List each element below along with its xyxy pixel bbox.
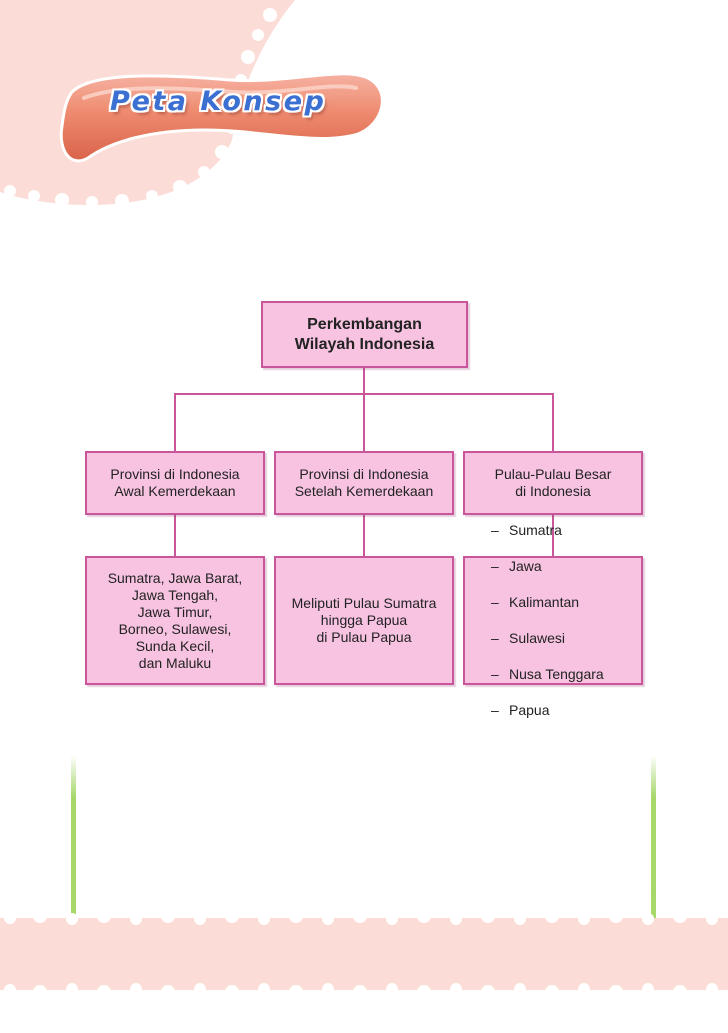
green-line-right: [651, 755, 656, 925]
list-item: Kalimantan: [491, 593, 604, 612]
connector-to-branch-2: [363, 393, 365, 451]
list-item: Nusa Tenggara: [491, 665, 604, 684]
list-item: Sumatra: [491, 521, 604, 540]
list-item: Jawa: [491, 557, 604, 576]
connector-to-branch-1: [174, 393, 176, 451]
connector-root-down: [363, 368, 365, 394]
list-item: Sulawesi: [491, 629, 604, 648]
detail-node-awal-kemerdekaan: Sumatra, Jawa Barat, Jawa Tengah, Jawa T…: [85, 556, 265, 685]
branch-node-setelah-kemerdekaan: Provinsi di Indonesia Setelah Kemerdekaa…: [274, 451, 454, 515]
detail-node-setelah-kemerdekaan: Meliputi Pulau Sumatra hingga Papua di P…: [274, 556, 454, 685]
branch-node-awal-kemerdekaan: Provinsi di Indonesia Awal Kemerdekaan: [85, 451, 265, 515]
connector-to-branch-3: [552, 393, 554, 451]
connector-branch-2-detail: [363, 515, 365, 556]
branch-node-pulau-besar: Pulau-Pulau Besar di Indonesia: [463, 451, 643, 515]
concept-map-title: Peta Konsep: [110, 86, 327, 117]
root-node: Perkembangan Wilayah Indonesia: [261, 301, 468, 368]
green-line-left: [71, 755, 76, 925]
detail-node-pulau-besar: Sumatra Jawa Kalimantan Sulawesi Nusa Te…: [463, 522, 643, 718]
banner-highlight: [82, 84, 358, 100]
island-list: Sumatra Jawa Kalimantan Sulawesi Nusa Te…: [491, 504, 604, 737]
bottom-band-dots: [4, 909, 718, 999]
banner-shape: [59, 72, 384, 163]
list-item: Papua: [491, 701, 604, 720]
connector-branch-1-detail: [174, 515, 176, 556]
bottom-band: [0, 918, 728, 990]
